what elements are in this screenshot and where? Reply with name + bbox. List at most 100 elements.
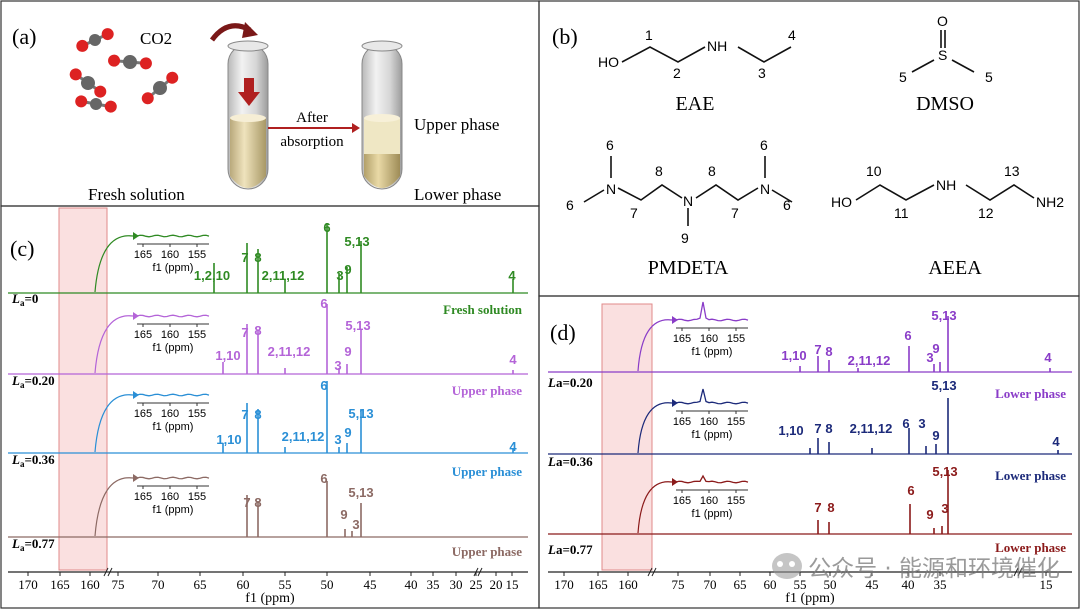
panel-c-tick-label: 75 — [112, 577, 125, 592]
pmdeta-pos-7b: 7 — [731, 205, 739, 221]
panel-d-spectrum-2-inset-connector — [637, 481, 673, 534]
panel-c-spectrum-0-peak-label: 2,11,12 — [262, 268, 305, 283]
panel-d-spectrum-0-inset-tick-label: 165 — [673, 333, 691, 345]
panel-d-spectrum-0-peak-label: 5,13 — [931, 308, 956, 323]
panel-d-spectrum-2-peak-label: 7 — [814, 500, 821, 515]
panel-d-spectrum-2-peak-label: 6 — [907, 483, 914, 498]
panel-c-spectrum-0-peak-label: 4 — [508, 268, 516, 283]
panel-c-spectrum-2-loading-label: La=0.36 — [11, 452, 55, 469]
panel-c-spectrum-3-loading-symbol: L — [11, 536, 20, 551]
pmdeta-pos-7a: 7 — [630, 205, 638, 221]
molecule-dmso — [911, 30, 975, 73]
panel-c-spectrum-2-inset-xlabel: f1 (ppm) — [153, 421, 194, 433]
curved-arrow-head-icon — [242, 22, 258, 38]
eae-pos-3: 3 — [758, 65, 766, 81]
panel-c-tick-label: 15 — [506, 577, 519, 592]
panel-d-spectrum-2-peak-label: 8 — [827, 500, 834, 515]
panel-c-tick-label: 160 — [80, 577, 100, 592]
molecule-eae — [621, 46, 792, 63]
after-label: After — [296, 110, 328, 126]
panel-c-spectrum-1-inset-tick-label: 160 — [161, 329, 179, 341]
panel-d-spectrum-1-peak-label: 1,10 — [778, 423, 803, 438]
panel-c-spectrum-1-peak-label: 7 — [241, 325, 248, 340]
panel-c-spectrum-1-inset-connector — [94, 315, 134, 374]
panel-c-spectrum-3-loading-subscript: a — [20, 543, 25, 553]
panel-c-spectrum-1-peak-label: 1,10 — [215, 348, 240, 363]
panel-d-spectrum-0-loading-subscript: a — [556, 375, 563, 390]
eae-pos-2: 2 — [673, 65, 681, 81]
panel-c-spectrum-2-inset-tick-label: 160 — [161, 408, 179, 420]
panel-c-tick-label: 35 — [427, 577, 440, 592]
panel-c-spectrum-2-inset-connector — [94, 394, 134, 453]
aeea-pos-13: 13 — [1004, 163, 1020, 179]
panel-c-spectrum-2-inset-arrow-icon — [133, 391, 139, 399]
panel-c-spectrum-0-inset-xlabel: f1 (ppm) — [153, 262, 194, 274]
panel-c-spectrum-1-inset-arrow-icon — [133, 312, 139, 320]
upper-phase-label: Upper phase — [414, 115, 499, 134]
panel-d-spectrum-0-loading-symbol: L — [547, 375, 556, 390]
panel-c-spectrum-0-loading-value: =0 — [24, 291, 38, 306]
panel-d-axis-break-icon — [647, 567, 653, 577]
pmdeta-pos-6d: 6 — [783, 197, 791, 213]
panel-c-spectrum-0-loading-symbol: L — [11, 291, 20, 306]
panel-c-spectrum-3-loading-label: La=0.77 — [11, 536, 55, 553]
panel-d-x-axis-label: f1 (ppm) — [785, 591, 835, 606]
dmso-pos-5a: 5 — [899, 69, 907, 85]
panel-d-spectrum-0-peak-label: 2,11,12 — [848, 353, 891, 368]
panel-d-spectrum-2-inset-xlabel: f1 (ppm) — [692, 508, 733, 520]
panel-c-axis-break-icon — [107, 567, 113, 577]
panel-d-spectrum-1-peak-label: 3 — [918, 416, 925, 431]
panel-c-spectrum-0-inset-tick-label: 165 — [134, 249, 152, 261]
panel-c-spectrum-1-inset-tick-label: 155 — [188, 329, 206, 341]
panel-d-border — [538, 295, 1080, 609]
panel-d-spectrum-1-peak-label: 7 — [814, 421, 821, 436]
panel-d-spectrum-0-inset-xlabel: f1 (ppm) — [692, 346, 733, 358]
panel-c-spectrum-0-peak-label: 9 — [344, 262, 351, 277]
panel-d-spectrum-2-inset-tick-label: 165 — [673, 495, 691, 507]
eae-name: EAE — [676, 93, 715, 115]
panel-c-spectrum-0-peak-label: 8 — [254, 250, 261, 265]
panel-c-tick-label: 60 — [237, 577, 250, 592]
panel-d-spectrum-1-inset-tick-label: 160 — [700, 416, 718, 428]
panel-d-axis-break-icon — [1017, 567, 1023, 577]
panel-d-spectrum-2-inset-trace — [675, 474, 749, 484]
test-tube-absorbed-icon — [361, 40, 403, 190]
panel-c-spectrum-1-loading-subscript: a — [20, 380, 25, 390]
panel-c-spectrum-0-inset-tick-label: 155 — [188, 249, 206, 261]
panel-d-highlight-region — [601, 303, 653, 571]
panel-d-tick-label: 65 — [734, 577, 747, 592]
panel-d-spectrum-0-loading-label: La=0.20 — [547, 375, 593, 390]
panel-a: (a) CO2 After absorption — [0, 0, 540, 207]
panel-d-spectrum-1-inset-tick-label: 155 — [727, 416, 745, 428]
panel-c-spectrum-2-peak-label: 9 — [344, 425, 351, 440]
panel-d-axis-break-icon — [651, 567, 657, 577]
right-arrow-head-icon — [352, 123, 360, 133]
panel-d-spectrum-1-loading-symbol: L — [547, 454, 556, 469]
panel-c-spectrum-2-peak-label: 7 — [241, 407, 248, 422]
panel-c-spectrum-1-peak-label: 8 — [254, 323, 261, 338]
panel-a-label: (a) — [12, 24, 36, 49]
aeea-nh: NH — [936, 177, 956, 193]
panel-d-spectrum-1-loading-value: =0.36 — [562, 454, 593, 469]
watermark: 公众号 · 能源和环境催化 — [772, 549, 1060, 583]
panel-c-spectrum-0-inset-arrow-icon — [133, 232, 139, 240]
panel-c-spectrum-2-peak-label: 6 — [320, 378, 327, 393]
pmdeta-pos-6c: 6 — [760, 137, 768, 153]
panel-c-tick-label: 25 — [470, 577, 483, 592]
dmso-o: O — [937, 13, 948, 29]
panel-d-spectrum-2-peak-label: 3 — [941, 501, 948, 516]
aeea-pos-10: 10 — [866, 163, 882, 179]
panel-c-spectrum-1-peak-label: 9 — [344, 344, 351, 359]
aeea-pos-11: 11 — [894, 205, 909, 221]
panel-c-spectrum-1-inset-tick-label: 165 — [134, 329, 152, 341]
panel-c-spectrum-2-inset-trace — [136, 393, 210, 397]
down-arrow-head-icon — [238, 92, 260, 106]
panel-d-spectrum-1-peak-label: 6 — [902, 416, 909, 431]
panel-c-spectrum-3-peak-label: 8 — [254, 495, 261, 510]
panel-c-spectrum-3-peak-label: 7 — [243, 495, 250, 510]
panel-c-label: (c) — [10, 236, 34, 261]
panel-d-spectrum-0-loading-value: =0.20 — [562, 375, 592, 390]
